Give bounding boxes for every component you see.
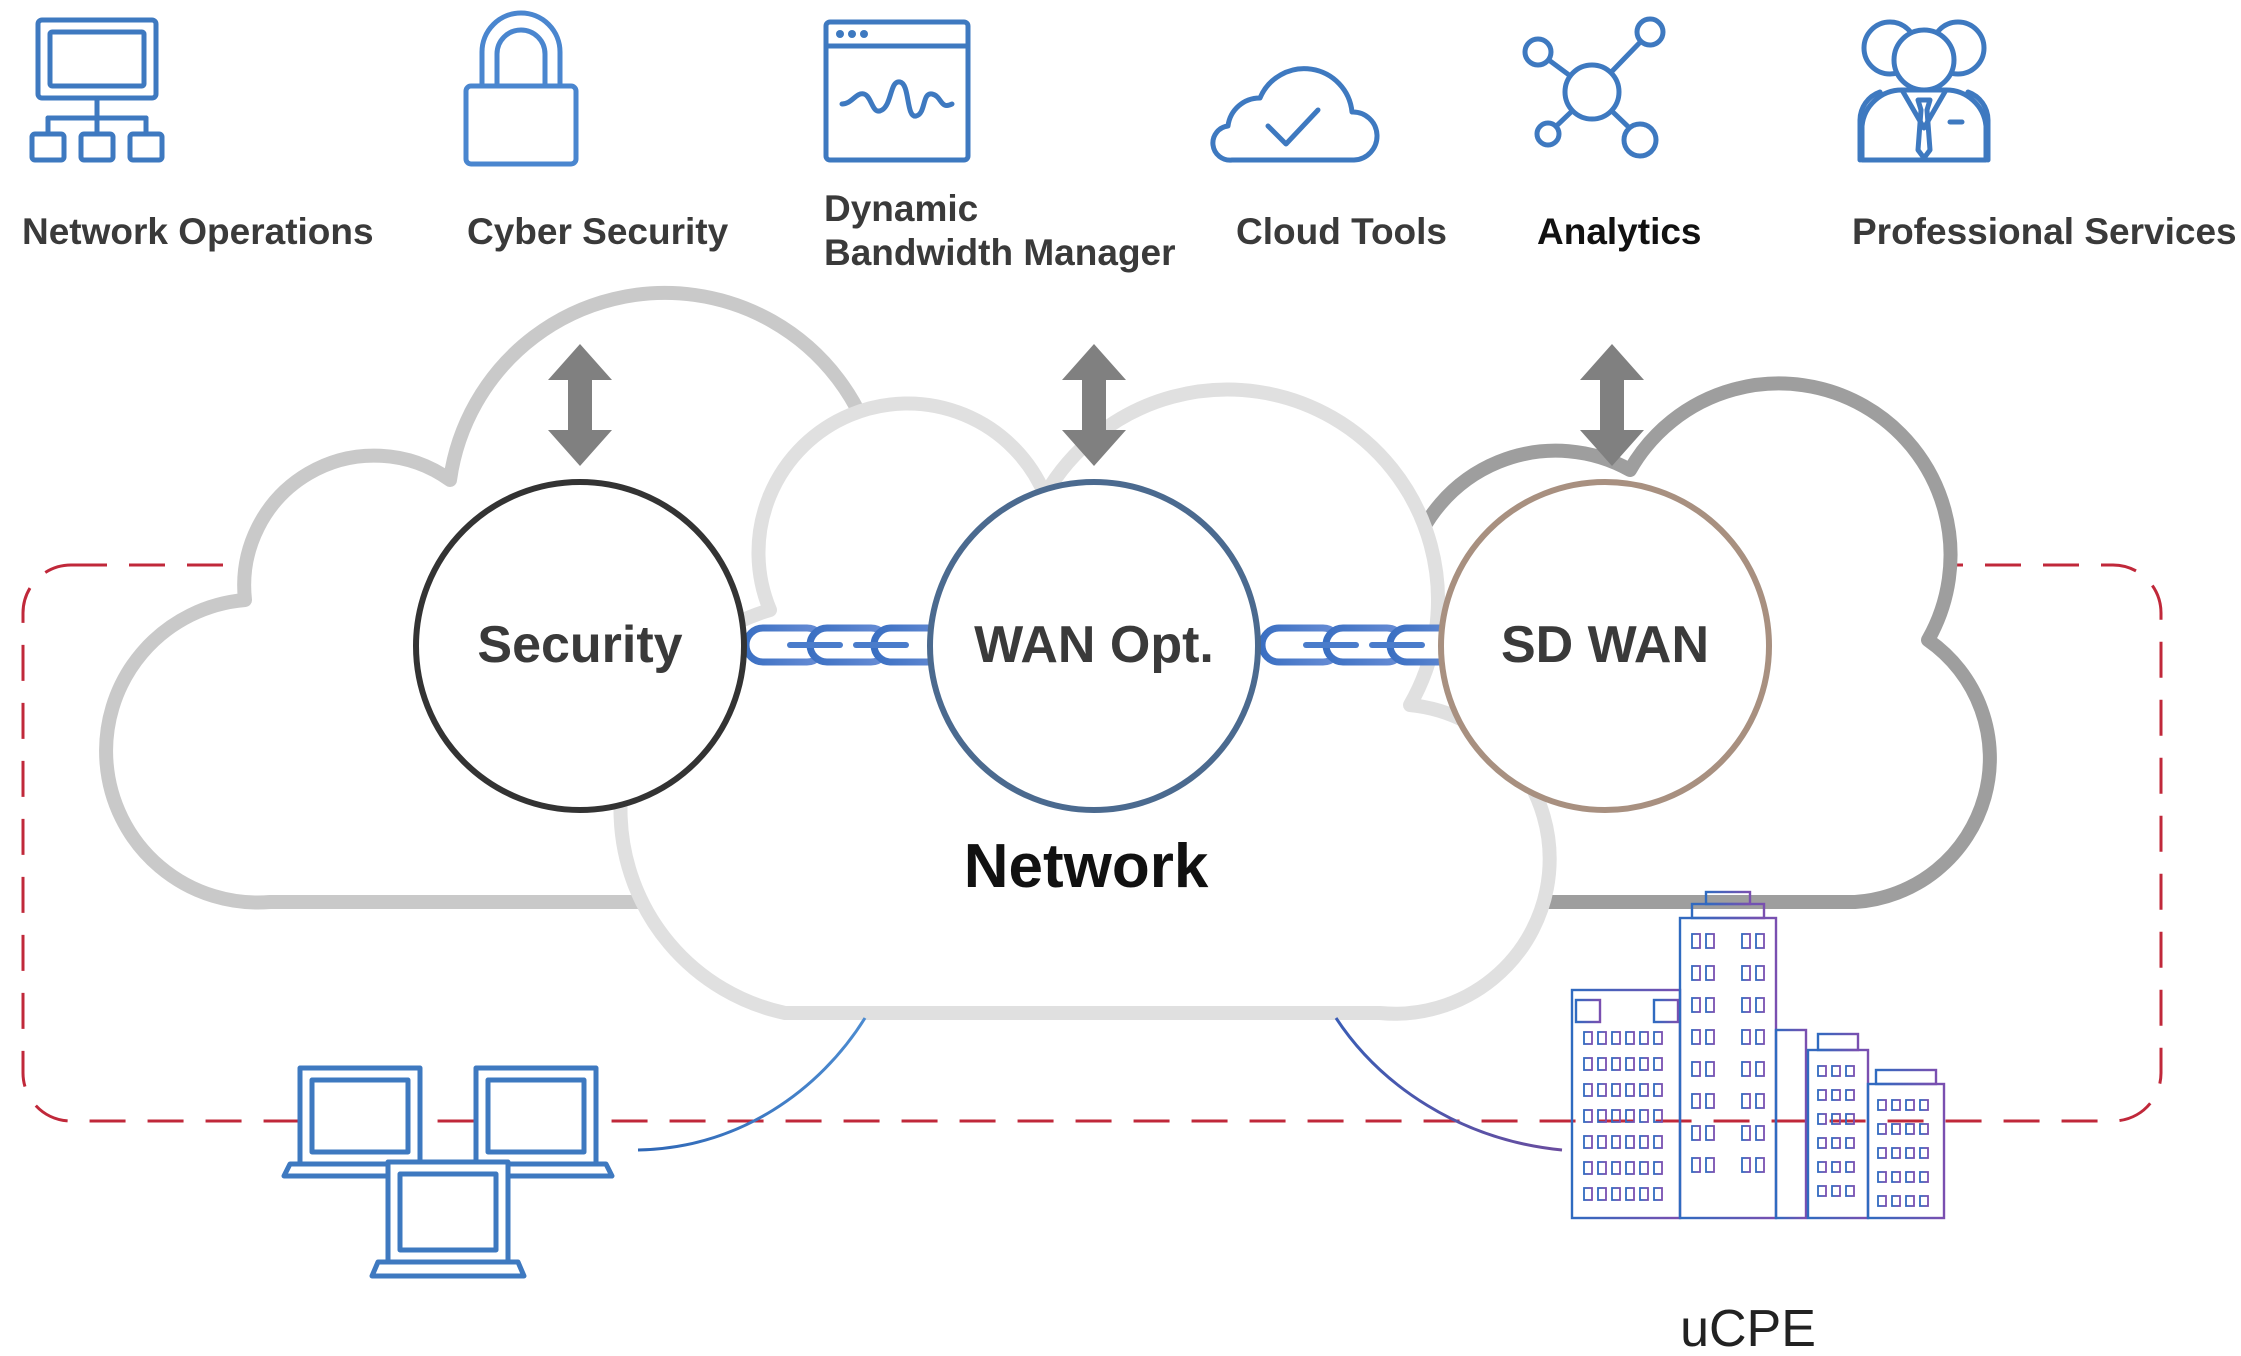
chain-link-left [742, 624, 956, 666]
sd-wan-label: SD WAN [1501, 616, 1709, 674]
ucpe-building-icon [1548, 880, 1948, 1220]
service-label-dynamic-bandwidth-manager-line2: Bandwidth Manager [824, 232, 1176, 273]
service-label-cloud-tools: Cloud Tools [1236, 211, 1447, 252]
sd-wan-function: SD WAN [1438, 479, 1772, 813]
security-double-arrow [548, 344, 612, 466]
network-label: Network [964, 832, 1209, 901]
laptops-connection-line [637, 1017, 867, 1152]
sd-wan-double-arrow [1580, 344, 1644, 466]
wan-opt-double-arrow [1062, 344, 1126, 466]
service-label-analytics: Analytics [1537, 211, 1702, 252]
cloud-check-icon [1210, 66, 1380, 163]
service-label-network-operations: Network Operations [22, 211, 374, 252]
wan-opt-function: WAN Opt. [927, 479, 1261, 813]
ucpe-label: uCPE [1680, 1300, 1816, 1356]
laptops-icon [281, 1065, 615, 1279]
waveform-window-icon [823, 19, 971, 163]
wan-opt-label: WAN Opt. [974, 616, 1214, 674]
service-label-cyber-security: Cyber Security [467, 211, 729, 252]
service-label-professional-services: Professional Services [1852, 211, 2237, 252]
service-label-dynamic-bandwidth-manager-line1: Dynamic [824, 188, 978, 229]
business-people-icon [1857, 19, 1991, 163]
chain-link-right [1258, 624, 1472, 666]
hub-nodes-icon [1522, 16, 1666, 159]
security-function: Security [413, 479, 747, 813]
security-label: Security [477, 616, 682, 674]
padlock-icon [463, 10, 579, 167]
network-hierarchy-icon [29, 17, 165, 163]
ucpe-connection-line [1334, 1017, 1563, 1152]
